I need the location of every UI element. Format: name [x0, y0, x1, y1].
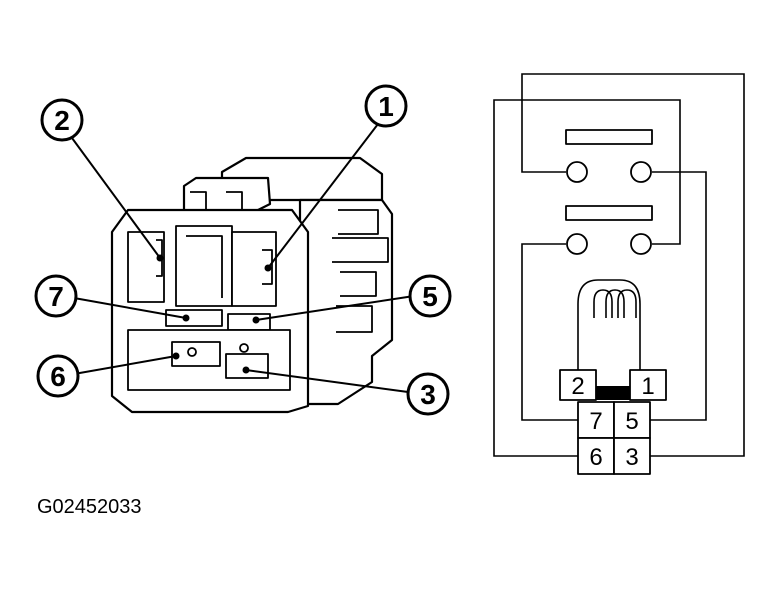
- leader-3: [245, 369, 409, 393]
- contact-upper-right: [630, 161, 652, 183]
- callout-5-label: 5: [422, 281, 438, 312]
- contact-upper-left: [566, 161, 588, 183]
- wire-pin3: [521, 73, 745, 457]
- leader-7: [73, 297, 187, 319]
- contact-lower-right: [630, 233, 652, 255]
- leader-2: [71, 137, 161, 259]
- relay-connector-drawing: [110, 156, 394, 414]
- callout-2-label: 2: [54, 105, 70, 136]
- pin-label-7: 7: [589, 408, 602, 435]
- contact-bar-upper: [565, 129, 653, 145]
- leader-1: [267, 123, 379, 269]
- coil-outline: [577, 279, 641, 372]
- callout-7-label: 7: [48, 281, 64, 312]
- pin-label-5: 5: [625, 408, 638, 435]
- callout-1: 1: [364, 84, 408, 128]
- callout-2: 2: [40, 98, 84, 142]
- relay-schematic: 2 1 7 5 6 3: [493, 73, 745, 475]
- wire-pin5: [650, 171, 707, 421]
- contact-bar-lower: [565, 205, 653, 221]
- callout-7: 7: [34, 274, 78, 318]
- pin-box-3: [613, 437, 651, 475]
- wire-pin7: [521, 243, 596, 421]
- callout-6: 6: [36, 354, 80, 398]
- callout-6-label: 6: [50, 361, 66, 392]
- figure-code: G02452033: [37, 496, 142, 518]
- callout-1-label: 1: [378, 91, 394, 122]
- leader-6: [73, 355, 177, 375]
- coil-icon: [593, 289, 637, 318]
- pin-label-1: 1: [641, 373, 654, 400]
- pin-label-6: 6: [589, 444, 602, 471]
- callout-5: 5: [408, 274, 452, 318]
- contact-lower-left: [566, 233, 588, 255]
- leader-5: [255, 295, 415, 321]
- callout-3: 3: [406, 372, 450, 416]
- pin-separator: [596, 386, 630, 400]
- pin-box-6: [577, 437, 615, 475]
- pin-label-3: 3: [625, 444, 638, 471]
- pin-label-2: 2: [571, 373, 584, 400]
- pin-box-1: [629, 369, 667, 401]
- callout-3-label: 3: [420, 379, 436, 410]
- wire-pin6: [493, 99, 681, 457]
- pin-box-2: [559, 369, 597, 401]
